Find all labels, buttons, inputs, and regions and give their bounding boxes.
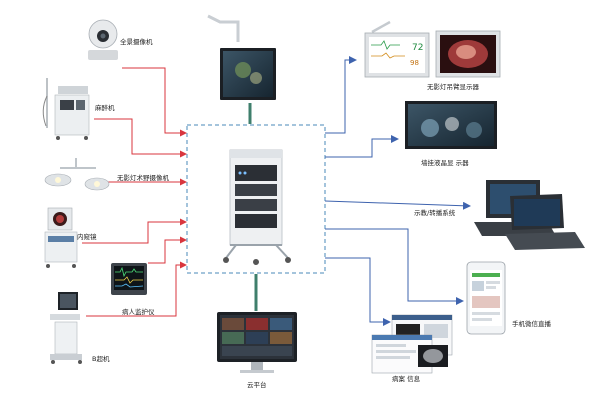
label-ultrasound: B超机 xyxy=(92,355,110,363)
output-connectors xyxy=(324,56,471,326)
label-medical-records: 病案 信息 xyxy=(392,375,421,383)
svg-text:72: 72 xyxy=(412,43,423,53)
label-surgical-light-camera: 无影灯术野摄像机 xyxy=(117,174,169,182)
cloud-platform-terminal xyxy=(217,312,297,373)
panoramic-camera-device xyxy=(88,19,118,60)
ultrasound-device xyxy=(50,292,82,364)
label-mobile-live: 手机微信直播 xyxy=(512,320,551,328)
endoscope-device xyxy=(44,207,78,268)
label-boom-display: 无影灯吊臂显示器 xyxy=(427,83,479,91)
patient-monitor-device xyxy=(111,263,147,295)
label-cloud-platform: 云平台 xyxy=(247,381,267,389)
top-boom-monitor xyxy=(207,14,276,100)
surgical-light-camera-device xyxy=(44,158,110,191)
label-endoscope: 内窥镜 xyxy=(77,233,97,241)
wall-lcd-display xyxy=(405,101,497,149)
label-patient-monitor: 病人监护仪 xyxy=(122,308,155,316)
mobile-phone xyxy=(466,261,506,335)
boom-dual-displays: 72 98 xyxy=(364,20,501,78)
teaching-laptops xyxy=(474,180,585,250)
svg-text:98: 98 xyxy=(410,59,419,67)
label-wall-display: 墙挂液晶显 示器 xyxy=(421,159,469,167)
central-integration-cart xyxy=(223,149,291,265)
label-panoramic-camera: 全景摄像机 xyxy=(120,38,153,46)
central-hub-frame xyxy=(186,124,326,274)
input-connectors xyxy=(82,67,187,317)
label-teaching-system: 示教/转播系统 xyxy=(414,209,456,217)
label-anesthesia-machine: 麻醉机 xyxy=(95,104,115,112)
medical-records-windows xyxy=(371,314,453,374)
anesthesia-machine-device xyxy=(42,78,90,140)
